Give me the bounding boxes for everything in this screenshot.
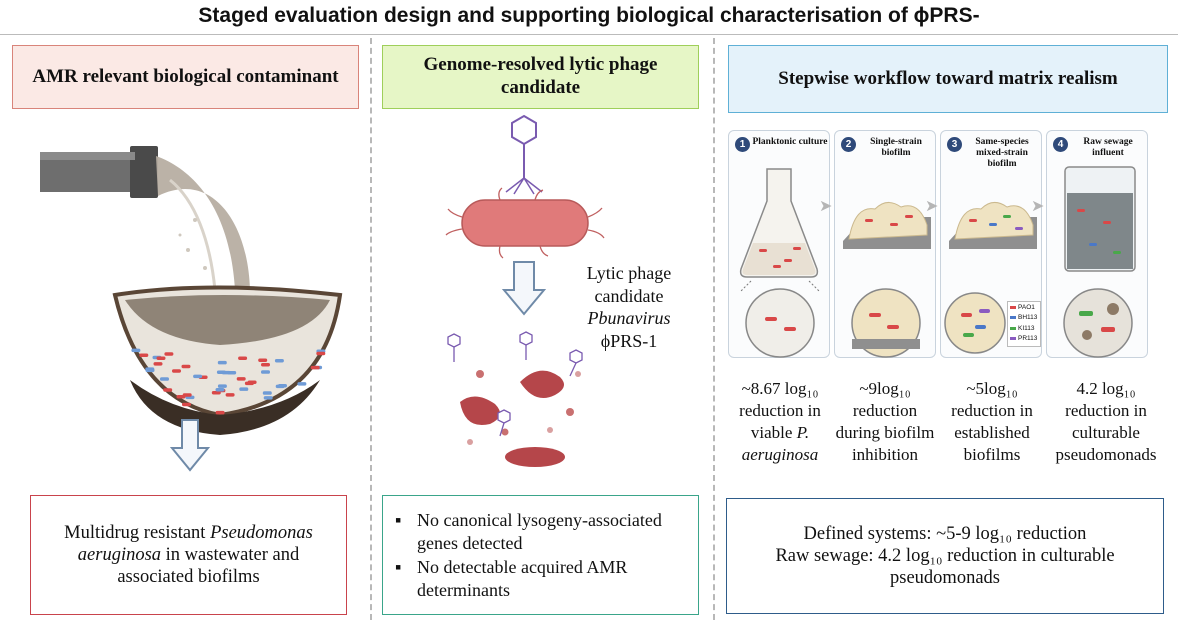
step-arrow-3: ➤: [1031, 196, 1045, 215]
middle-result-box: No canonical lysogeny-associated genes d…: [382, 495, 699, 615]
phage-label: Lytic phage candidate Pbunavirus ϕPRS-1: [574, 262, 684, 352]
basin-bacterium: [261, 363, 270, 367]
left-header: AMR relevant biological contaminant: [12, 45, 359, 109]
step-2-number: 2: [841, 137, 856, 152]
phage-label-line2: candidate: [594, 285, 664, 306]
step-2-title: Single-strain biofilm: [870, 137, 922, 158]
right-summary-box: Defined systems: ~5-9 log₁₀ reduction Ra…: [726, 498, 1164, 614]
basin-bacterium: [263, 396, 273, 400]
basin-bacterium: [310, 365, 320, 370]
basin-bacterium: [182, 393, 192, 397]
left-result-text-1: Multidrug resistant: [64, 522, 211, 543]
basin-bacterium: [215, 388, 225, 392]
result-step-3: ~5log₁₀ reduction in established biofilm…: [951, 379, 1033, 465]
sewage-beaker-icon: [1063, 166, 1136, 358]
workflow-step-3: 3 Same-species mixed-strain biofilm PAO1…: [940, 130, 1042, 358]
middle-header: Genome-resolved lytic phage candidate: [382, 45, 699, 109]
title-divider: [0, 34, 1178, 35]
basin-bacterium: [181, 364, 191, 369]
phage-icon: [511, 114, 537, 146]
phage-lysis-illustration: [445, 114, 605, 467]
phage-genus: Pbunavirus: [587, 308, 671, 328]
left-result-species: Pseudomonas aeruginosa: [77, 522, 313, 565]
right-header: Stepwise workflow toward matrix realism: [728, 45, 1168, 113]
legend-ki113: KI113: [1018, 324, 1035, 332]
bullet-no-lysogeny: No canonical lysogeny-associated genes d…: [391, 509, 690, 554]
legend-swatch-pr113: [1010, 337, 1016, 341]
step-arrow-2: ➤: [925, 196, 939, 215]
basin-bacterium: [153, 362, 163, 366]
basin-bacterium: [258, 358, 268, 362]
basin-bacterium: [131, 348, 141, 353]
basin-bacterium: [238, 356, 248, 360]
basin-bacterium: [163, 388, 173, 392]
legend-swatch-bh113: [1010, 316, 1016, 320]
flask-icon: [739, 168, 820, 358]
legend-swatch-pao1: [1010, 306, 1016, 309]
basin-bacterium: [145, 368, 155, 373]
basin-bacterium: [262, 391, 272, 395]
strain-legend: PAO1 BH113 KI113 PR113: [1007, 301, 1041, 347]
column-divider-1: [370, 38, 372, 620]
bullet-no-amr: No detectable acquired AMR determinants: [391, 556, 690, 601]
down-arrow-icon: [170, 419, 210, 472]
left-result-box: Multidrug resistant Pseudomonas aerugino…: [30, 495, 347, 615]
column-divider-2: [713, 38, 715, 620]
basin-bacterium: [193, 374, 203, 379]
basin-bacterium: [172, 369, 181, 373]
basin-bacterium: [156, 356, 166, 360]
summary-defined-systems: Defined systems: ~5-9 log₁₀ reduction: [803, 523, 1087, 544]
legend-pr113: PR113: [1018, 335, 1038, 343]
left-result-text-2: in wastewater and associated biofilms: [117, 544, 300, 588]
step-1-title: Planktonic culture: [752, 137, 828, 147]
basin-bacterium: [225, 393, 235, 397]
legend-bh113: BH113: [1018, 314, 1038, 322]
result-step-2: ~9log₁₀ reduction during biofilm inhibit…: [835, 379, 935, 465]
basin-bacterium: [164, 352, 174, 356]
step-3-title: Same-species mixed-strain biofilm: [975, 137, 1029, 169]
step-4-title: Raw sewage influent: [1083, 137, 1133, 158]
result-step-4: 4.2 log₁₀ reduction in culturable pseudo…: [1055, 379, 1157, 465]
basin-bacterium: [274, 359, 284, 363]
lysed-cells-icon: [460, 370, 581, 467]
summary-raw-sewage: Raw sewage: 4.2 log₁₀ reduction in cultu…: [775, 545, 1115, 589]
basin-bacterium: [211, 391, 221, 395]
step-3-number: 3: [947, 137, 962, 152]
basin-bacterium: [275, 384, 285, 389]
step-1-number: 1: [735, 137, 750, 152]
workflow-step-4: 4 Raw sewage influent: [1046, 130, 1148, 358]
basin-bacterium: [236, 377, 246, 381]
basin-bacterium: [297, 382, 307, 386]
workflow-step-2: 2 Single-strain biofilm: [834, 130, 936, 358]
step-arrow-1: ➤: [819, 196, 833, 215]
basin-bacterium: [139, 353, 149, 357]
step-4-number: 4: [1053, 137, 1068, 152]
mixed-biofilm-icon: [944, 202, 1037, 354]
sewage-pipe-outflow-icon: [40, 146, 343, 435]
legend-swatch-ki113: [1010, 326, 1016, 330]
basin-bacterium: [215, 410, 225, 415]
result-step-1: ~8.67 log₁₀ reduction in viable P. aerug…: [739, 379, 821, 465]
figure-title: Staged evaluation design and supporting …: [198, 4, 980, 27]
phage-label-line1: Lytic phage: [586, 263, 672, 283]
basin-bacterium: [239, 387, 249, 391]
basin-bacterium: [160, 377, 169, 381]
basin-bacterium: [247, 380, 257, 384]
legend-pao1: PAO1: [1018, 304, 1035, 311]
basin-bacterium: [217, 384, 227, 388]
biofilm-slab-icon: [843, 202, 931, 358]
phage-name: ϕPRS-1: [600, 330, 658, 351]
basin-bacterium: [261, 370, 270, 374]
basin-bacterium: [316, 351, 326, 356]
basin-bacterium: [217, 360, 227, 365]
workflow-step-1: 1 Planktonic culture: [728, 130, 830, 358]
basin-bacterium: [221, 370, 231, 375]
basin-bacterium: [182, 402, 191, 407]
